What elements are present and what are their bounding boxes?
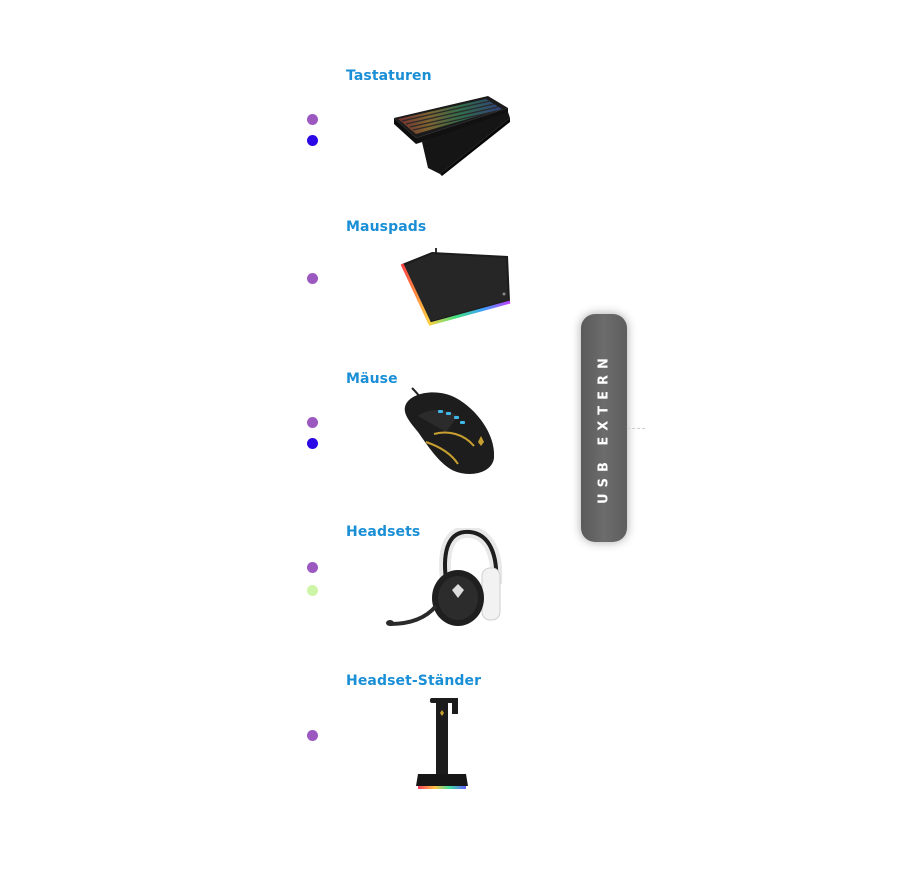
category-label-mice: Mäuse [346, 371, 398, 387]
mousepad-icon [400, 248, 511, 326]
usb-extern-label-box: USB EXTERN [581, 314, 627, 542]
keyboard-icon [394, 96, 510, 176]
indicator-dot-purple [307, 562, 318, 573]
category-label-keyboards: Tastaturen [346, 68, 432, 84]
connector-line [627, 428, 645, 429]
headset-stand-icon [416, 698, 468, 789]
headset-icon [386, 528, 503, 626]
indicator-dot-purple [307, 730, 318, 741]
usb-extern-label: USB EXTERN [596, 352, 612, 504]
indicator-dot-purple [307, 417, 318, 428]
category-label-mousepads: Mauspads [346, 219, 427, 235]
indicator-dot-blue [307, 135, 318, 146]
indicator-dot-purple [307, 273, 318, 284]
indicator-dot-blue [307, 438, 318, 449]
indicator-dot-purple [307, 114, 318, 125]
category-label-headset-stands: Headset-Ständer [346, 673, 482, 689]
mouse-icon [404, 387, 495, 474]
category-label-headsets: Headsets [346, 524, 421, 540]
indicator-dot-green [307, 585, 318, 596]
